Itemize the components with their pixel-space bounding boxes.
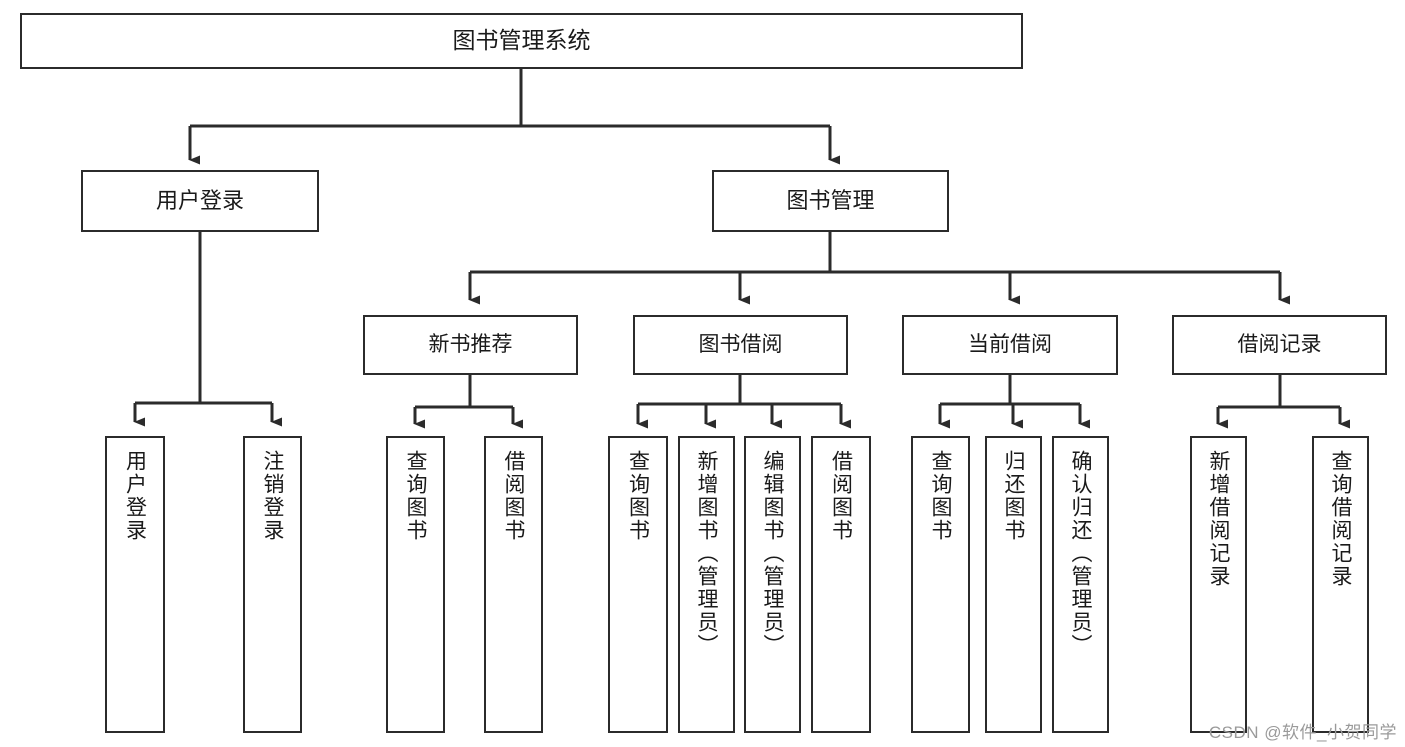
- leaf-label-add-borrow-record: 新增借阅记录: [1207, 450, 1230, 588]
- leaf-label-query-book-recommend: 查询图书: [404, 450, 427, 542]
- node-label-root: 图书管理系统: [452, 27, 591, 54]
- leaf-add-borrow-record[interactable]: 新增借阅记录: [1190, 436, 1247, 733]
- leaf-label-borrow-book: 借阅图书: [829, 450, 853, 542]
- leaf-borrow-book[interactable]: 借阅图书: [811, 436, 871, 733]
- connectors-current-borrow: [938, 375, 1090, 429]
- connectors-book-borrow: [636, 375, 851, 429]
- node-label-user-login: 用户登录: [155, 188, 244, 214]
- leaf-label-user-login: 用户登录: [123, 450, 147, 542]
- leaf-label-query-borrow-record: 查询借阅记录: [1329, 450, 1352, 588]
- leaf-label-query-book-borrow: 查询图书: [626, 450, 650, 542]
- leaf-query-book-borrow[interactable]: 查询图书: [608, 436, 668, 733]
- node-label-new-book-recommend: 新书推荐: [428, 332, 513, 356]
- leaf-label-edit-book-admin: 编辑图书（管理员）: [761, 450, 784, 657]
- node-book-management[interactable]: 图书管理: [712, 170, 949, 232]
- leaf-confirm-return-admin[interactable]: 确认归还（管理员）: [1052, 436, 1109, 733]
- leaf-return-book[interactable]: 归还图书: [985, 436, 1042, 733]
- leaf-label-query-book-current: 查询图书: [929, 450, 952, 542]
- node-book-borrow[interactable]: 图书借阅: [633, 315, 848, 375]
- connectors-borrow-record: [1216, 375, 1350, 429]
- connectors-new-book: [413, 375, 523, 429]
- node-new-book-recommend[interactable]: 新书推荐: [363, 315, 578, 375]
- leaf-logout-login[interactable]: 注销登录: [243, 436, 302, 733]
- leaf-query-book-recommend[interactable]: 查询图书: [386, 436, 445, 733]
- node-user-login[interactable]: 用户登录: [81, 170, 319, 232]
- leaf-user-login[interactable]: 用户登录: [105, 436, 165, 733]
- leaf-label-borrow-book-recommend: 借阅图书: [502, 450, 525, 542]
- leaf-query-book-current[interactable]: 查询图书: [911, 436, 970, 733]
- node-label-book-management: 图书管理: [786, 188, 875, 214]
- leaf-add-book-admin[interactable]: 新增图书（管理员）: [678, 436, 735, 733]
- node-borrow-record[interactable]: 借阅记录: [1172, 315, 1387, 375]
- leaf-query-borrow-record[interactable]: 查询借阅记录: [1312, 436, 1369, 733]
- leaf-label-logout-login: 注销登录: [261, 450, 284, 542]
- node-root-system[interactable]: 图书管理系统: [20, 13, 1023, 69]
- connectors-root: [188, 69, 840, 165]
- node-current-borrow[interactable]: 当前借阅: [902, 315, 1118, 375]
- connectors-book-management: [468, 232, 1290, 305]
- node-label-book-borrow: 图书借阅: [698, 332, 783, 356]
- node-label-borrow-record: 借阅记录: [1237, 332, 1322, 356]
- leaf-label-add-book-admin: 新增图书（管理员）: [695, 450, 718, 657]
- node-label-current-borrow: 当前借阅: [968, 332, 1052, 356]
- leaf-label-return-book: 归还图书: [1002, 450, 1025, 542]
- leaf-label-confirm-return-admin: 确认归还（管理员）: [1069, 450, 1092, 657]
- connectors-user-login: [133, 232, 282, 427]
- leaf-borrow-book-recommend[interactable]: 借阅图书: [484, 436, 543, 733]
- leaf-edit-book-admin[interactable]: 编辑图书（管理员）: [744, 436, 801, 733]
